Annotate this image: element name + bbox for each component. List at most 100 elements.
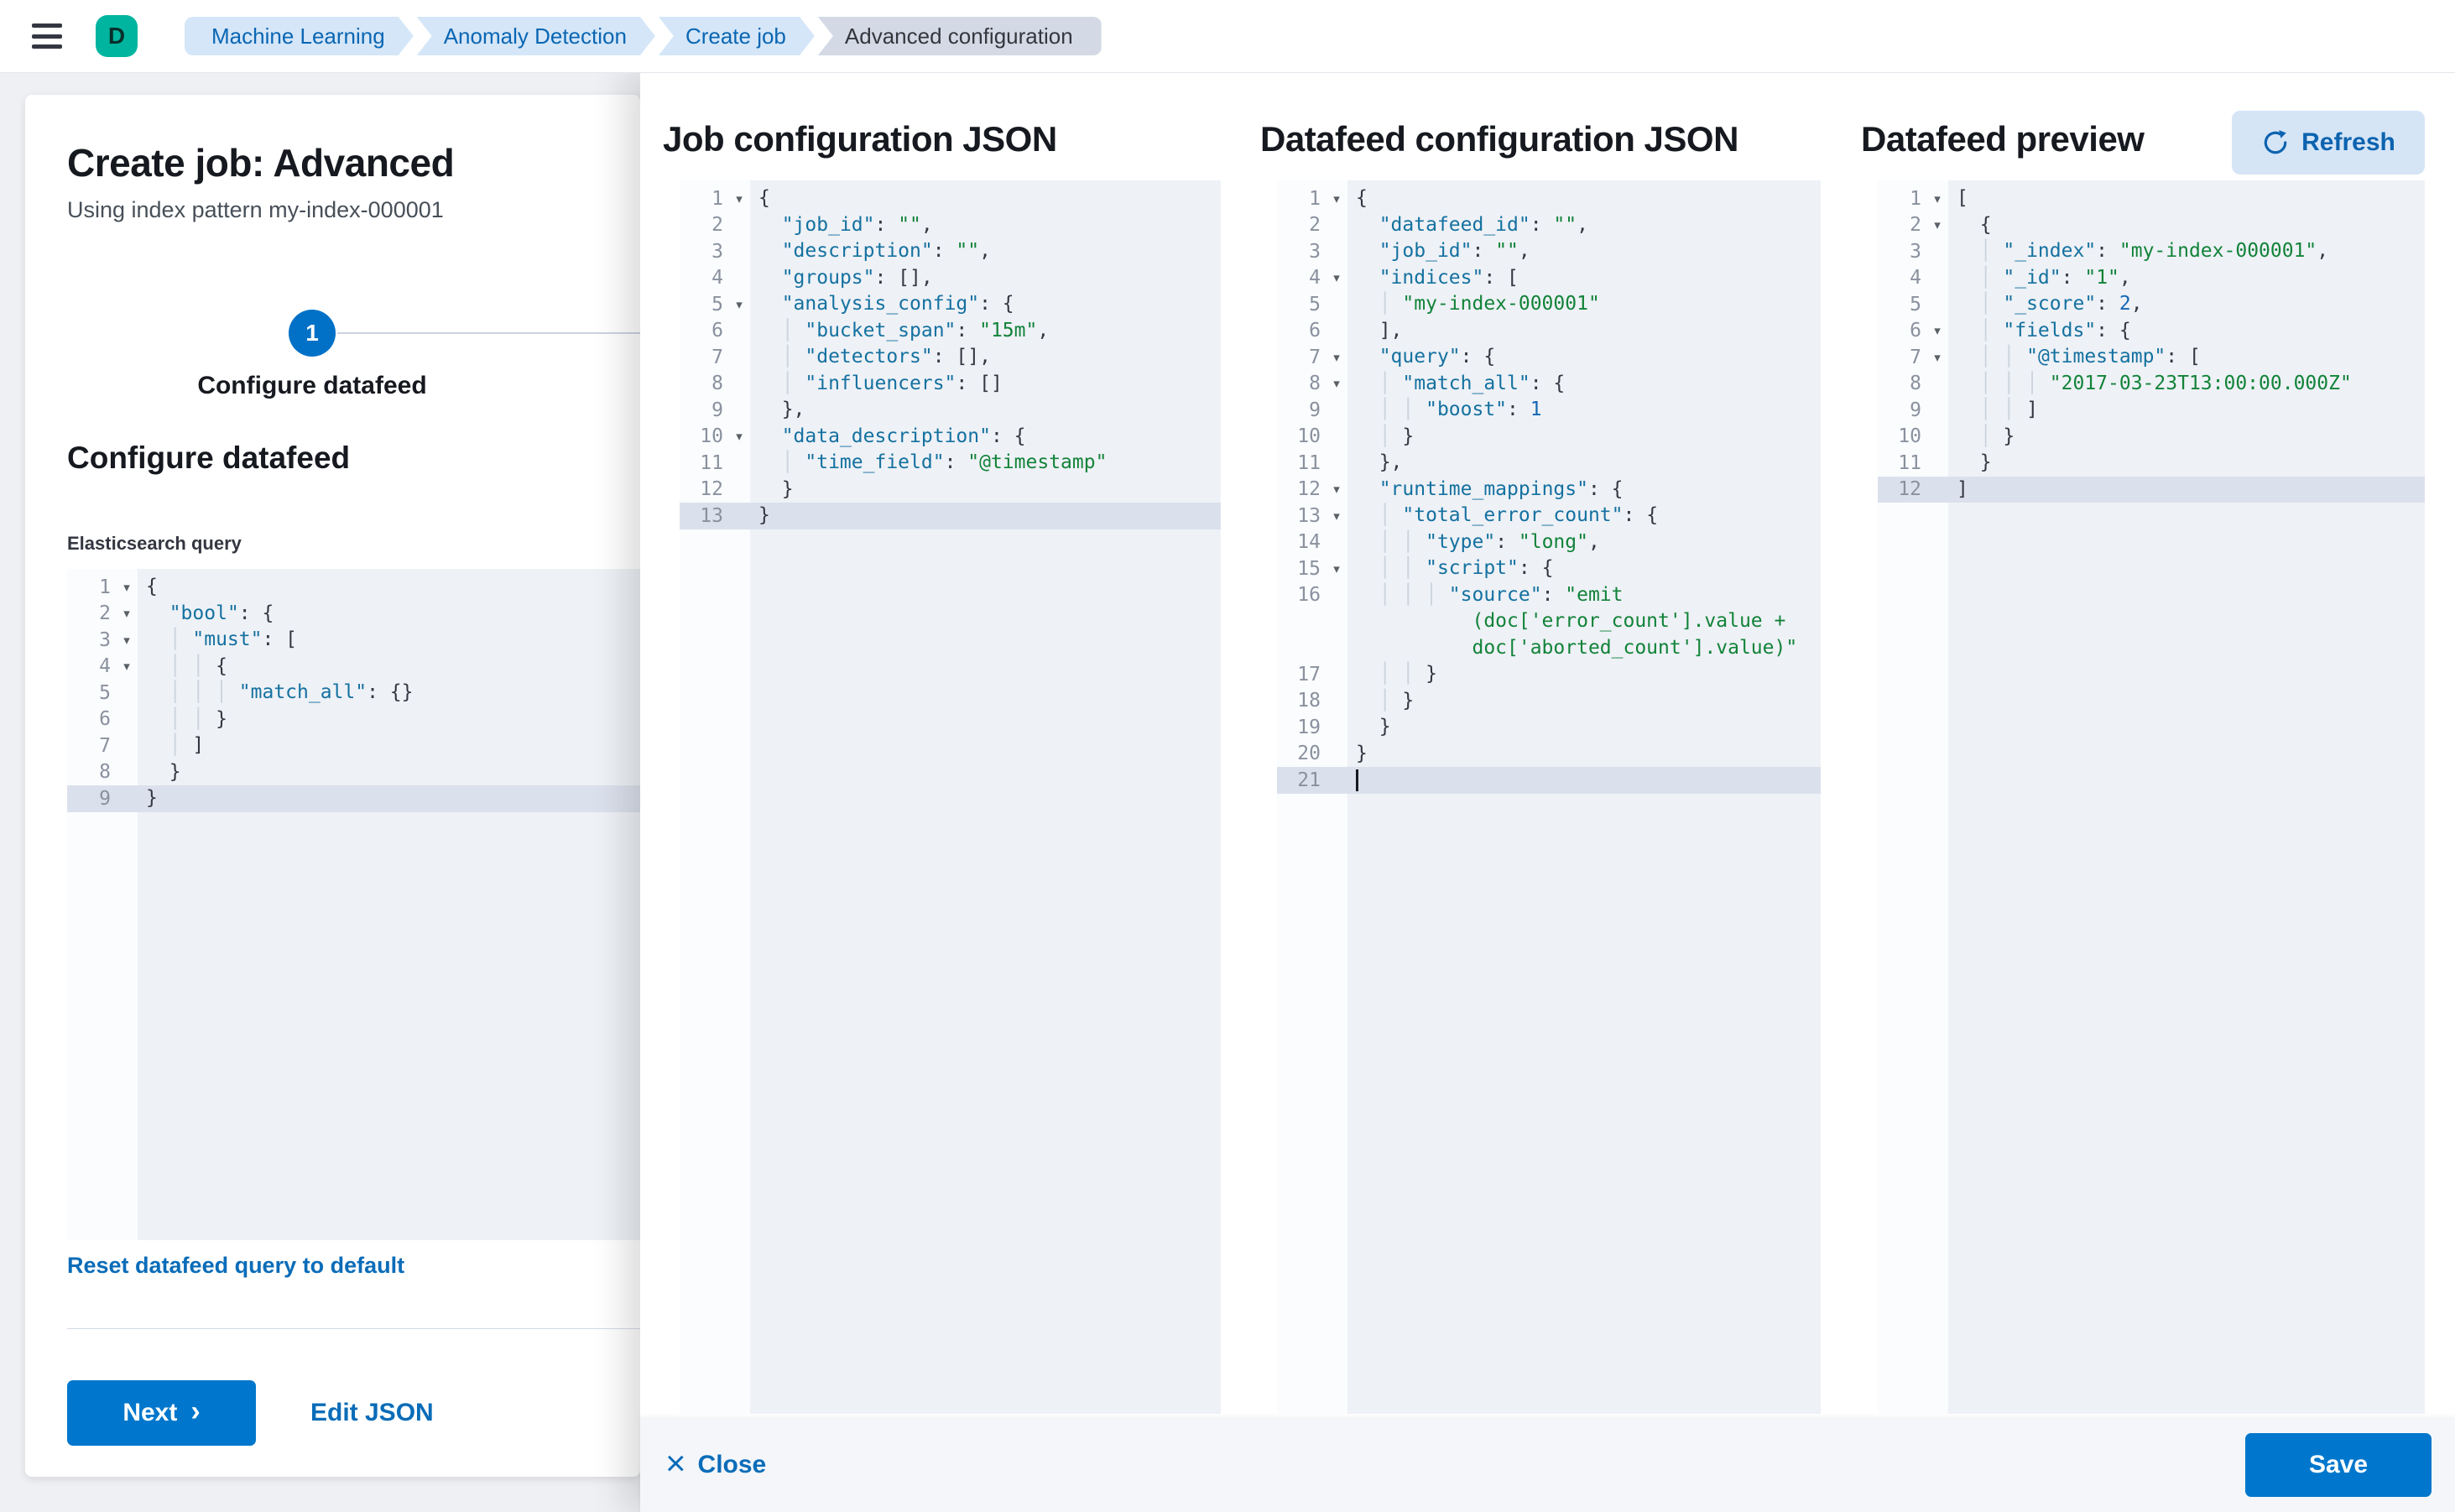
space-avatar[interactable]: D bbox=[96, 15, 138, 57]
code-line[interactable]: 9 │ │ ] bbox=[1878, 397, 2425, 424]
code-line[interactable]: 1▾{ bbox=[680, 185, 1221, 212]
code-line[interactable]: 19 } bbox=[1277, 714, 1821, 741]
breadcrumb-machine-learning[interactable]: Machine Learning bbox=[185, 17, 414, 55]
line-number: 6 bbox=[1910, 320, 1921, 342]
code-line[interactable]: 12 } bbox=[680, 477, 1221, 503]
code-line[interactable]: 5 │ │ │ "match_all": {} bbox=[67, 680, 640, 706]
fold-arrow-icon[interactable]: ▾ bbox=[1333, 271, 1340, 286]
next-button[interactable]: Next › bbox=[67, 1380, 256, 1446]
code-line[interactable]: 1▾[ bbox=[1878, 185, 2425, 212]
code-line[interactable]: 2 "datafeed_id": "", bbox=[1277, 212, 1821, 239]
fold-arrow-icon[interactable]: ▾ bbox=[1333, 191, 1340, 206]
fold-arrow-icon[interactable]: ▾ bbox=[1333, 350, 1340, 365]
code-line[interactable]: 4 "groups": [], bbox=[680, 265, 1221, 292]
code-line[interactable]: 4▾ │ │ { bbox=[67, 654, 640, 680]
fold-arrow-icon[interactable]: ▾ bbox=[123, 580, 130, 595]
fold-arrow-icon[interactable]: ▾ bbox=[123, 660, 130, 675]
code-line[interactable]: 10 │ } bbox=[1878, 424, 2425, 451]
code-line[interactable]: 5 │ "_score": 2, bbox=[1878, 291, 2425, 318]
code-line[interactable]: 7▾ │ │ "@timestamp": [ bbox=[1878, 344, 2425, 371]
code-line[interactable]: 7▾ "query": { bbox=[1277, 344, 1821, 371]
code-line[interactable]: (doc['error_count'].value + bbox=[1356, 610, 1786, 632]
job-configuration-editor[interactable]: 1▾{2 "job_id": "",3 "description": "",4 … bbox=[680, 180, 1221, 1414]
code-line[interactable]: 6 ], bbox=[1277, 318, 1821, 345]
edit-json-link[interactable]: Edit JSON bbox=[310, 1399, 434, 1426]
fold-arrow-icon[interactable]: ▾ bbox=[123, 633, 130, 648]
breadcrumb-anomaly-detection[interactable]: Anomaly Detection bbox=[417, 17, 655, 55]
code-line[interactable]: 8▾ │ "match_all": { bbox=[1277, 371, 1821, 398]
code-line[interactable]: 12▾ "runtime_mappings": { bbox=[1277, 477, 1821, 503]
code-line[interactable]: 20} bbox=[1277, 741, 1821, 768]
code-line[interactable]: 21 bbox=[1277, 767, 1821, 794]
code-line[interactable]: 1▾{ bbox=[67, 574, 640, 601]
code-line[interactable]: 5 │ "my-index-000001" bbox=[1277, 291, 1821, 318]
code-line[interactable]: 15▾ │ │ "script": { bbox=[1277, 555, 1821, 582]
code-line[interactable]: 13▾ │ "total_error_count": { bbox=[1277, 503, 1821, 529]
menu-icon[interactable] bbox=[32, 23, 62, 49]
fold-arrow-icon[interactable]: ▾ bbox=[736, 297, 743, 312]
fold-arrow-icon[interactable]: ▾ bbox=[736, 191, 743, 206]
breadcrumb-create-job[interactable]: Create job bbox=[659, 17, 815, 55]
fold-arrow-icon[interactable]: ▾ bbox=[1934, 350, 1941, 365]
code-line[interactable]: 2▾ { bbox=[1878, 212, 2425, 239]
code-line[interactable]: 18 │ } bbox=[1277, 688, 1821, 715]
code-line[interactable]: 1▾{ bbox=[1277, 185, 1821, 212]
fold-arrow-icon[interactable]: ▾ bbox=[736, 430, 743, 445]
fold-arrow-icon[interactable]: ▾ bbox=[1934, 191, 1941, 206]
code-line[interactable]: 13} bbox=[680, 503, 1221, 529]
code-line[interactable]: 3▾ │ "must": [ bbox=[67, 627, 640, 654]
code-line[interactable]: 3 │ "_index": "my-index-000001", bbox=[1878, 238, 2425, 265]
code-line[interactable]: 17 │ │ } bbox=[1277, 661, 1821, 688]
step-1-indicator[interactable]: 1 bbox=[289, 310, 336, 357]
line-number: 1 bbox=[1910, 187, 1921, 210]
datafeed-configuration-editor[interactable]: 1▾{2 "datafeed_id": "",3 "job_id": "",4 ▾… bbox=[1277, 180, 1821, 1414]
code-line[interactable]: 6 │ │ } bbox=[67, 706, 640, 733]
code-line[interactable]: 14 │ │ "type": "long", bbox=[1277, 529, 1821, 556]
code-line[interactable]: 3 "description": "", bbox=[680, 238, 1221, 265]
save-button[interactable]: Save bbox=[2245, 1433, 2432, 1497]
code-line[interactable]: 11 }, bbox=[1277, 450, 1821, 477]
code-line[interactable]: 8 │ │ │ "2017-03-23T13:00:00.000Z" bbox=[1878, 371, 2425, 398]
code-line[interactable]: 10 │ } bbox=[1277, 424, 1821, 451]
code-line[interactable]: 9 }, bbox=[680, 397, 1221, 424]
code-line[interactable]: 2 "job_id": "", bbox=[680, 212, 1221, 239]
code-line[interactable]: 7 │ "detectors": [], bbox=[680, 344, 1221, 371]
job-configuration-heading: Job configuration JSON bbox=[663, 119, 1057, 159]
code-line[interactable]: 12] bbox=[1878, 476, 2425, 503]
close-button[interactable]: × Close bbox=[665, 1443, 767, 1483]
fold-arrow-icon[interactable]: ▾ bbox=[1934, 324, 1941, 339]
code-line[interactable]: 6 │ "bucket_span": "15m", bbox=[680, 318, 1221, 345]
code-line[interactable]: 8 } bbox=[67, 759, 640, 786]
code-line[interactable]: 4 │ "_id": "1", bbox=[1878, 265, 2425, 292]
line-number: 5 bbox=[99, 681, 111, 704]
datafeed-preview-editor[interactable]: 1▾[2▾ {3 │ "_index": "my-index-000001",4… bbox=[1878, 180, 2425, 1414]
line-number: 14 bbox=[1297, 531, 1321, 554]
fold-arrow-icon[interactable]: ▾ bbox=[1333, 482, 1340, 498]
elasticsearch-query-editor[interactable]: 1▾{2▾ "bool": {3▾ │ "must": [4▾ │ │ {5 │… bbox=[67, 569, 640, 1240]
code-line[interactable]: 16 │ │ │ "source": "emit bbox=[1277, 582, 1821, 609]
code-line[interactable]: 7 │ ] bbox=[67, 733, 640, 759]
code-line[interactable]: 5▾ "analysis_config": { bbox=[680, 291, 1221, 318]
code-line[interactable]: 8 │ "influencers": [] bbox=[680, 371, 1221, 398]
code-line[interactable]: doc['aborted_count'].value)" bbox=[1356, 636, 1798, 659]
code-line[interactable]: 6▾ │ "fields": { bbox=[1878, 318, 2425, 345]
line-number: 1 bbox=[711, 187, 723, 210]
fold-arrow-icon[interactable]: ▾ bbox=[123, 607, 130, 622]
fold-arrow-icon[interactable]: ▾ bbox=[1333, 377, 1340, 392]
code-line[interactable]: 9} bbox=[67, 785, 640, 812]
fold-arrow-icon[interactable]: ▾ bbox=[1333, 508, 1340, 524]
code-line[interactable]: 3 "job_id": "", bbox=[1277, 238, 1821, 265]
code-line[interactable]: 11 } bbox=[1878, 450, 2425, 477]
line-number: 13 bbox=[700, 504, 723, 527]
fold-arrow-icon[interactable]: ▾ bbox=[1333, 561, 1340, 576]
code-line[interactable]: 4▾ "indices": [ bbox=[1277, 265, 1821, 292]
code-line[interactable]: 9 │ │ "boost": 1 bbox=[1277, 397, 1821, 424]
code-line[interactable]: 10▾ "data_description": { bbox=[680, 424, 1221, 451]
code-line[interactable]: 11 │ "time_field": "@timestamp" bbox=[680, 450, 1221, 477]
reset-datafeed-query-link[interactable]: Reset datafeed query to default bbox=[67, 1253, 405, 1278]
fold-arrow-icon[interactable]: ▾ bbox=[1934, 218, 1941, 233]
line-number: 4 bbox=[1309, 267, 1321, 289]
refresh-button[interactable]: Refresh bbox=[2232, 111, 2425, 175]
code-line[interactable]: 2▾ "bool": { bbox=[67, 601, 640, 628]
line-number: 6 bbox=[711, 320, 723, 342]
